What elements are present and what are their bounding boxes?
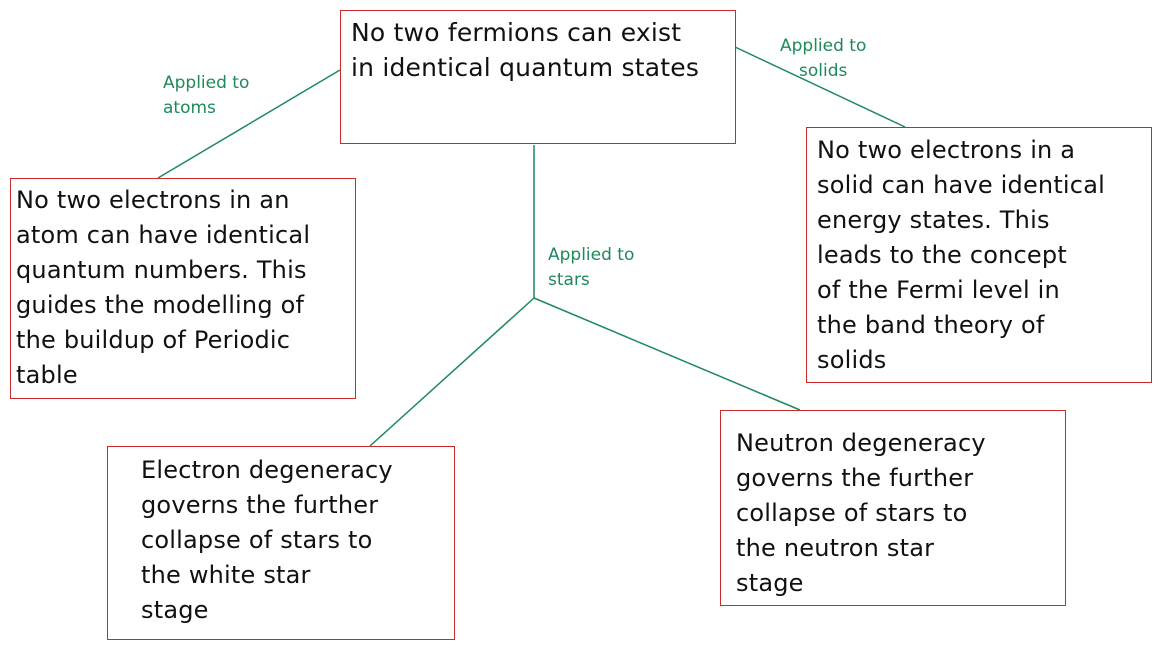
solids-node: No two electrons in a solid can have ide…	[806, 127, 1152, 383]
connector-stars-to-electron-box	[369, 297, 535, 447]
root-node: No two fermions can exist in identical q…	[340, 10, 736, 144]
edge-label-atoms: Applied to atoms	[163, 73, 250, 118]
connector-root-to-atoms	[157, 69, 341, 179]
edge-label-solids: Applied to solids	[780, 36, 867, 81]
atoms-node: No two electrons in an atom can have ide…	[10, 178, 356, 399]
connector-stars-to-neutron-box	[533, 297, 801, 411]
electron-degeneracy-node: Electron degeneracy governs the further …	[107, 446, 455, 640]
neutron-degeneracy-node: Neutron degeneracy governs the further c…	[720, 410, 1066, 606]
edge-label-stars: Applied to stars	[548, 245, 635, 290]
connector-root-to-solids	[734, 46, 906, 128]
